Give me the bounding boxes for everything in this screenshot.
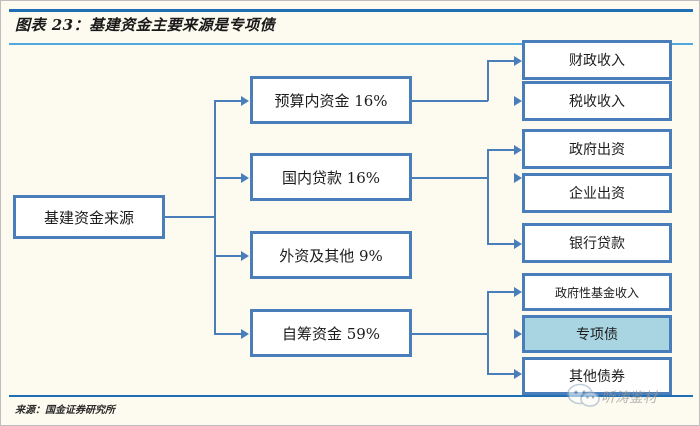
connector-root-branch-2: [214, 177, 242, 179]
connector-root-branch-1: [214, 100, 242, 102]
arrow-b2-child-2: [514, 173, 522, 183]
title-rule-top: [9, 9, 693, 12]
arrow-root-branch-2: [241, 173, 249, 183]
node-branch-2: 国内贷款 16%: [250, 153, 412, 201]
connector-root-stem: [165, 216, 215, 218]
arrow-b1-child-2: [514, 96, 522, 106]
node-leaf-zhuanxiangzhai: 专项债: [522, 315, 672, 353]
arrow-b4-child-2: [514, 329, 522, 339]
arrow-root-branch-1: [241, 96, 249, 106]
footer-rule: [9, 395, 693, 397]
connector-b4-trunk: [487, 291, 489, 375]
node-root: 基建资金来源: [13, 195, 165, 239]
node-leaf-zhengfuxing-jijin-shouru: 政府性基金收入: [522, 273, 672, 311]
node-leaf-qiye-chuzi: 企业出资: [522, 173, 672, 213]
arrow-root-branch-4: [241, 329, 249, 339]
arrow-b1-child-1: [514, 56, 522, 66]
node-branch-3: 外资及其他 9%: [250, 231, 412, 279]
arrow-root-branch-3: [241, 251, 249, 261]
node-leaf-zhengfu-chuzi: 政府出资: [522, 129, 672, 169]
arrow-b4-child-1: [514, 287, 522, 297]
node-leaf-shuishou-shouru: 税收收入: [522, 81, 672, 121]
connector-b2-child-3: [487, 243, 515, 245]
connector-b2-trunk: [487, 149, 489, 245]
source-note: 来源：国金证券研究所: [15, 405, 115, 416]
connector-b4-stem: [412, 333, 488, 335]
node-leaf-caizheng-shouru: 财政收入: [522, 40, 672, 80]
node-branch-1: 预算内资金 16%: [250, 76, 412, 124]
node-branch-4: 自筹资金 59%: [250, 309, 412, 357]
node-leaf-qita-zhaiquan: 其他债券: [522, 357, 672, 395]
arrow-b2-child-3: [514, 239, 522, 249]
title-rule-bottom: [9, 43, 693, 45]
connector-b1-trunk: [487, 60, 489, 101]
arrow-b2-child-1: [514, 145, 522, 155]
page-title: 图表 23：基建资金主要来源是专项债: [15, 16, 276, 34]
connector-root-trunk: [214, 100, 216, 334]
connector-root-branch-3: [214, 255, 242, 257]
node-leaf-yinhang-daikuan: 银行贷款: [522, 223, 672, 263]
connector-b1-stem: [412, 100, 488, 102]
connector-b4-child-3: [487, 373, 515, 375]
connector-b2-child-1: [487, 149, 515, 151]
connector-b4-child-1: [487, 291, 515, 293]
arrow-b4-child-3: [514, 369, 522, 379]
connector-b1-child-1: [487, 60, 515, 62]
connector-root-branch-4: [214, 333, 242, 335]
connector-b2-stem: [412, 177, 488, 179]
